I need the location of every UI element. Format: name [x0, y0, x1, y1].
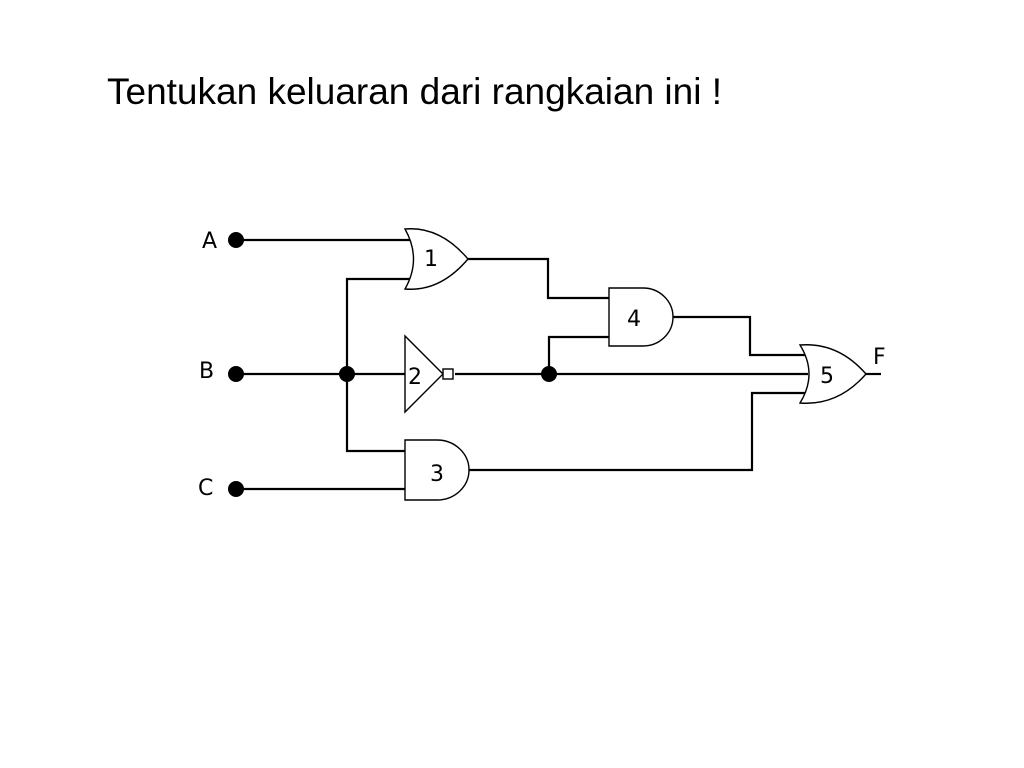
labels: A B C F 1 2 3 4 5: [198, 229, 886, 501]
gates: [403, 228, 867, 501]
wire-not-branch-to-gate-4: [547, 335, 609, 374]
input-a-terminal: [228, 232, 244, 248]
gate-1-label: 1: [424, 247, 438, 272]
gate-5-or: [798, 344, 867, 404]
gate-4-label: 4: [627, 307, 641, 332]
gate-3-label: 3: [430, 462, 444, 487]
junction-b-branch: [339, 366, 355, 382]
gate-4-and: [608, 287, 674, 347]
wire-gate-1-to-gate-4: [468, 257, 609, 300]
slide-title: Tentukan keluaran dari rangkaian ini !: [107, 71, 722, 112]
junctions: [228, 232, 557, 497]
wires: [236, 238, 881, 491]
gate-5-label: 5: [820, 364, 834, 389]
input-c-label: C: [198, 476, 213, 501]
input-b-terminal: [228, 366, 244, 382]
gate-2-label: 2: [408, 365, 422, 390]
wire-gate-3-to-gate-5: [469, 391, 806, 472]
output-f-label: F: [873, 345, 886, 370]
wire-b-branch-to-gate-3: [345, 374, 405, 453]
junction-not-output: [541, 366, 557, 382]
gate-2-not-triangle: [404, 334, 444, 414]
gate-2-not-bubble: [442, 368, 454, 380]
wire-gate-4-to-gate-5: [673, 315, 806, 357]
gate-3-and: [404, 439, 470, 501]
gate-1-or: [403, 228, 469, 290]
wire-b-branch-to-gate-1: [345, 277, 414, 374]
input-c-terminal: [228, 481, 244, 497]
input-a-label: A: [202, 229, 217, 254]
input-b-label: B: [199, 359, 214, 384]
